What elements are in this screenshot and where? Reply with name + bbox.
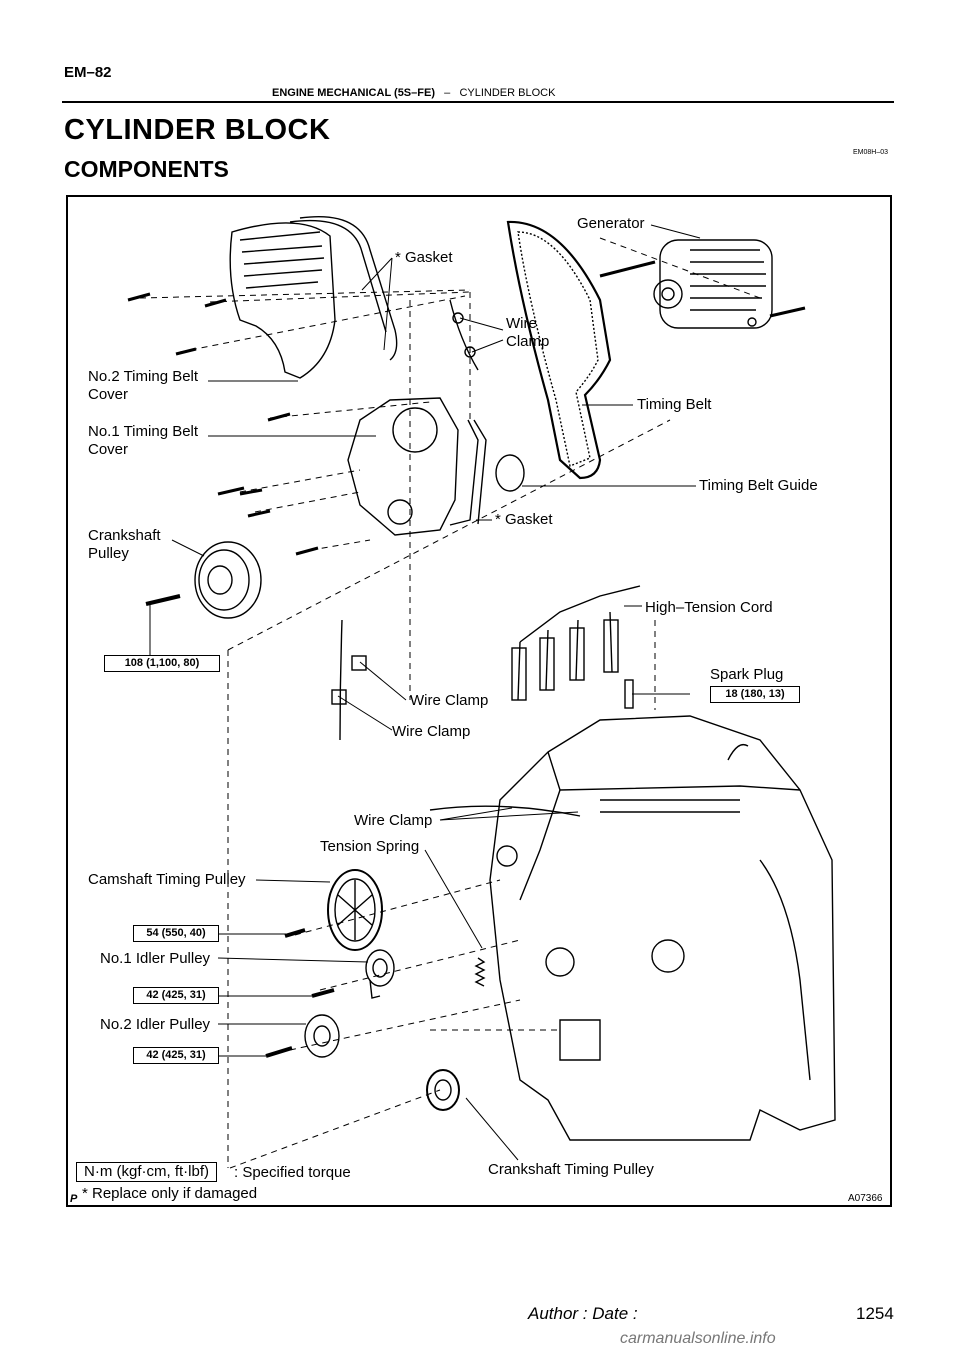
torque-no2-idler-bolt: 42 (425, 31) [133, 1047, 219, 1064]
label-no2-timing-belt-cover: No.2 Timing Belt Cover [88, 368, 199, 403]
label-no2-idler-pulley: No.2 Idler Pulley [100, 1016, 211, 1033]
label-gasket-mid: * Gasket [495, 511, 553, 528]
label-crankshaft-timing-pulley: Crankshaft Timing Pulley [488, 1161, 654, 1178]
label-wire-clamp-a: Wire Clamp [410, 692, 489, 709]
label-no1-timing-belt-cover: No.1 Timing Belt Cover [88, 423, 199, 458]
header-separator: – [444, 87, 451, 99]
leader-lines [149, 224, 701, 1161]
header-subsection: CYLINDER BLOCK [459, 87, 556, 99]
header-section: ENGINE MECHANICAL (5S–FE) [272, 87, 435, 99]
torque-no1-idler-bolt: 42 (425, 31) [133, 987, 219, 1004]
label-crankshaft-pulley: Crankshaft Pulley [88, 527, 161, 562]
page-title: CYLINDER BLOCK [64, 114, 331, 146]
header-rule [62, 101, 894, 103]
timing-belt-drawing [506, 220, 612, 480]
footer-author-date: Author : Date : [528, 1304, 638, 1323]
label-timing-belt-guide: Timing Belt Guide [699, 477, 818, 494]
torque-crankshaft-pulley-bolt: 108 (1,100, 80) [104, 655, 220, 672]
footer-watermark: carmanualsonline.info [620, 1330, 776, 1347]
label-timing-belt: Timing Belt [637, 396, 712, 413]
engine-block-drawing [429, 715, 836, 1141]
label-high-tension-cord: High–Tension Cord [645, 599, 773, 616]
reference-code: EM08H–03 [853, 149, 889, 156]
no2-timing-belt-cover-drawing [229, 216, 398, 379]
figure-marker: P [70, 1193, 78, 1205]
page-number: EM–82 [64, 64, 112, 81]
label-camshaft-timing-pulley: Camshaft Timing Pulley [88, 871, 246, 888]
label-gasket-top: * Gasket [395, 249, 453, 266]
cover-bolts-drawing [127, 292, 319, 556]
tension-spring-drawing [474, 957, 486, 987]
running-header: ENGINE MECHANICAL (5S–FE) – CYLINDER BLO… [272, 87, 555, 99]
idler-pulleys-drawing [265, 949, 395, 1058]
no1-timing-belt-cover-drawing [347, 397, 487, 536]
label-wire-clamp-c: Wire Clamp [354, 812, 433, 829]
label-generator: Generator [577, 215, 645, 232]
section-subtitle: COMPONENTS [64, 156, 229, 182]
figure-frame [66, 195, 892, 1207]
label-wire-clamp-b: Wire Clamp [392, 723, 471, 740]
figure-code: A07366 [848, 1193, 883, 1204]
timing-belt-guide-drawing [495, 454, 525, 492]
torque-camshaft-pulley-bolt: 54 (550, 40) [133, 925, 219, 942]
footer-page-number: 1254 [856, 1304, 894, 1323]
legend-note: * Replace only if damaged [82, 1185, 258, 1202]
label-spark-plug: Spark Plug [710, 666, 784, 683]
label-wire-clamp-top: Wire Clamp [506, 315, 550, 350]
generator-drawing [599, 239, 806, 329]
label-no1-idler-pulley: No.1 Idler Pulley [100, 950, 211, 967]
torque-spark-plug: 18 (180, 13) [710, 686, 800, 703]
crankshaft-pulley-drawing [145, 541, 262, 619]
crankshaft-timing-pulley-drawing [426, 1069, 460, 1111]
wire-clamps-drawing [331, 299, 479, 741]
label-tension-spring: Tension Spring [320, 838, 420, 855]
legend-unit-text: : Specified torque [234, 1164, 351, 1181]
high-tension-cord-drawing [511, 585, 641, 709]
legend-unit-box: N·m (kgf·cm, ft·lbf) [76, 1162, 217, 1182]
camshaft-timing-pulley-drawing [284, 869, 383, 951]
